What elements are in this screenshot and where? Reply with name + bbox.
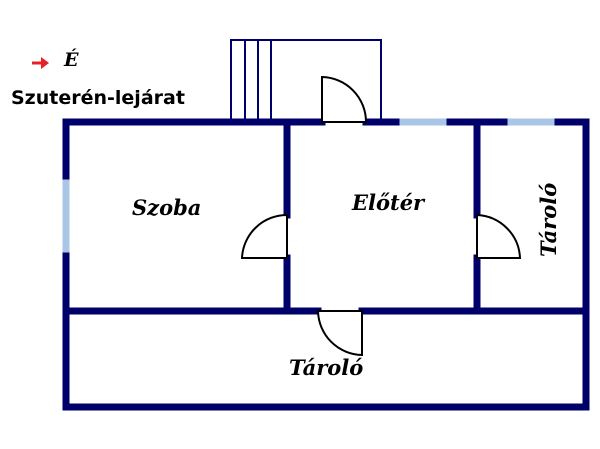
walls xyxy=(62,118,590,411)
north-label: É xyxy=(63,48,79,71)
windows xyxy=(62,118,558,256)
doors xyxy=(240,75,522,357)
room-label-szoba: Szoba xyxy=(132,195,201,220)
legend: É Szuterén-lejárat xyxy=(11,48,185,109)
door-room xyxy=(240,213,288,259)
room-label-tarolo-right: Tároló xyxy=(536,183,561,257)
entrance-label: Szuterén-lejárat xyxy=(11,87,185,109)
room-label-eloter: Előtér xyxy=(351,190,426,215)
door-storage-right xyxy=(476,213,522,259)
door-storage-bottom xyxy=(316,310,363,357)
right-arrow-icon xyxy=(32,57,49,69)
room-label-tarolo-bottom: Tároló xyxy=(289,355,363,380)
door-entrance xyxy=(321,75,368,123)
room-labels: Szoba Előtér Tároló Tároló xyxy=(132,183,561,380)
